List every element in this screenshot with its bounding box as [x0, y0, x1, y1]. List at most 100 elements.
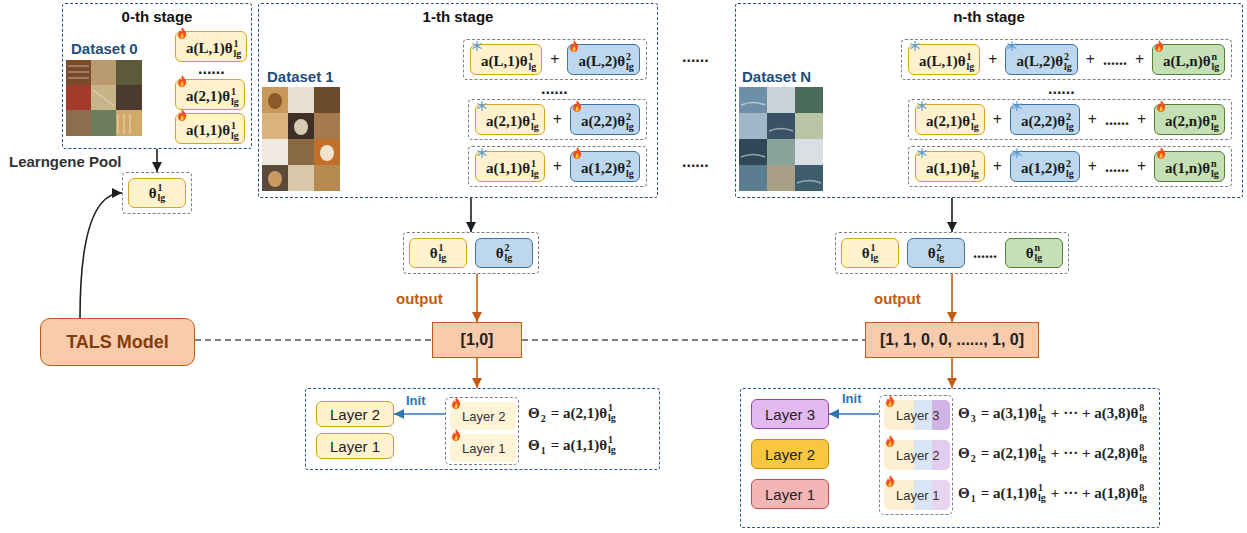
superscript: 2 — [937, 243, 945, 253]
edge-label: Init — [840, 391, 864, 406]
learngene-layer-group: Layer 2 Layer 1 — [445, 397, 519, 465]
photo-tile — [767, 139, 795, 165]
stage-title: n-th stage — [736, 8, 1242, 25]
script-stack: 1lg — [608, 403, 616, 423]
operator-text: + — [1088, 158, 1097, 176]
subscript: lg — [967, 62, 975, 72]
operator-text: + — [1137, 158, 1146, 176]
term-text: θ — [1026, 245, 1034, 262]
fire-icon — [886, 395, 894, 407]
ellipsis-label: ...... — [682, 50, 709, 64]
term-text: θ — [149, 185, 157, 202]
superscript: n — [1212, 52, 1220, 62]
connector — [195, 339, 432, 341]
script-stack: 2lg — [626, 159, 634, 179]
superscript: 1 — [231, 87, 239, 97]
learngene-pool-box: θ1lgLearngene Pool — [122, 172, 192, 214]
script-stack: 1lg — [608, 435, 616, 455]
photo-tile — [262, 139, 288, 165]
subscript: 1 — [971, 493, 976, 504]
snowflake-icon — [478, 148, 486, 157]
superscript: 1 — [1038, 403, 1046, 413]
photo-tile — [66, 110, 91, 136]
connector — [476, 358, 478, 388]
snowflake-icon — [473, 41, 481, 50]
subscript: lg — [626, 122, 634, 132]
connector — [470, 198, 472, 232]
subscript: lg — [158, 193, 166, 203]
superscript: 1 — [158, 183, 166, 193]
superscript: 1 — [234, 39, 242, 49]
script-stack: 1lg — [971, 112, 979, 132]
fire-icon — [451, 397, 461, 409]
ellipsis-label: ...... — [682, 155, 709, 169]
superscript: 8 — [1139, 443, 1147, 453]
superscript: 2 — [505, 243, 513, 253]
weighted-term-box: a(1,n)θnlg — [1154, 151, 1225, 182]
subscript: lg — [971, 169, 979, 179]
formula-text: + ··· + a(1,8)θ — [1051, 485, 1138, 502]
snowflake-icon — [478, 101, 486, 110]
photo-tile — [288, 113, 314, 139]
pool-heading: Learngene Pool — [9, 153, 122, 170]
photo-tile — [795, 165, 823, 191]
superscript: 1 — [531, 159, 539, 169]
subscript: lg — [1211, 122, 1219, 132]
superscript: 2 — [1066, 159, 1074, 169]
term-text: a(L,1)θ — [186, 40, 233, 57]
photo-tile — [288, 139, 314, 165]
script-stack: 2lg — [1066, 112, 1074, 132]
operator-text: + — [550, 51, 559, 69]
formula-text: = a(1,1)θ — [981, 485, 1037, 502]
subscript: lg — [1038, 453, 1046, 463]
fire-icon — [573, 147, 581, 159]
superscript: 2 — [1066, 112, 1074, 122]
term-text: a(1,1)θ — [186, 122, 230, 139]
fire-icon — [569, 40, 579, 52]
node-label: Layer 2 — [462, 409, 505, 424]
subscript: lg — [971, 122, 979, 132]
superscript: 1 — [439, 243, 447, 253]
subscript: lg — [1038, 493, 1046, 503]
term-text: θ — [862, 245, 870, 262]
fire-icon — [1156, 100, 1166, 112]
superscript: 1 — [971, 112, 979, 122]
superscript: n — [1035, 243, 1043, 253]
dog-head — [268, 93, 282, 109]
connector — [829, 413, 879, 415]
weighted-term-box: a(1,2)θ2lg — [570, 151, 640, 182]
term-text: a(L,2)θ — [1016, 53, 1063, 70]
photo-tile — [262, 87, 288, 113]
photo-tile — [795, 113, 823, 139]
weighted-term-box: a(L,1)θ1lg — [470, 44, 542, 75]
formula-text: = a(2,1)θ — [981, 445, 1037, 462]
weighted-term-box: a(2,2)θ2lg — [570, 104, 640, 135]
snowflake-icon — [1008, 41, 1016, 50]
dataset-label: Dataset 0 — [71, 40, 138, 57]
subscript: lg — [529, 62, 537, 72]
output-vector-box: [1, 1, 0, 0, ......, 1, 0] — [865, 322, 1039, 358]
script-stack: 8lg — [1139, 443, 1147, 463]
script-stack: 1lg — [234, 39, 242, 59]
photo-tile — [262, 165, 288, 191]
dataset-1-photo — [262, 87, 340, 191]
photo-tile — [739, 87, 767, 113]
initialized-layer-box: Layer 1 — [450, 434, 516, 462]
superscript: n — [1211, 159, 1219, 169]
script-stack: nlg — [1035, 243, 1043, 263]
superscript: 1 — [1038, 443, 1046, 453]
script-stack: 2lg — [626, 52, 634, 72]
formula-text: Θ — [958, 485, 970, 502]
node-label: Layer 1 — [330, 438, 380, 455]
subscript: lg — [1064, 62, 1072, 72]
initialized-layer-box: Layer 1 — [884, 480, 950, 510]
dog-head — [320, 145, 334, 161]
weighted-term-box: a(2,1)θ1lg — [475, 104, 545, 135]
weighted-term-box: a(L,n)θnlg — [1152, 44, 1225, 75]
stage-panel: 0-th stageDataset 0......a(L,1)θ1lga(2,1… — [62, 3, 252, 149]
layer-box: Layer 1 — [751, 479, 829, 509]
weighted-term-box: a(2,2)θ2lg — [1010, 104, 1080, 135]
superscript: 2 — [626, 52, 634, 62]
connector — [80, 193, 122, 318]
superscript: 1 — [531, 112, 539, 122]
